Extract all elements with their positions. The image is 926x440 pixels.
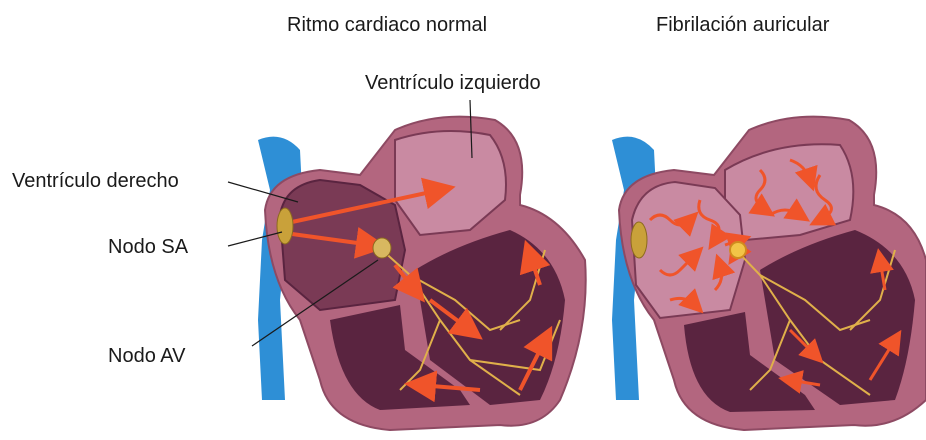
av-node-afib <box>730 242 746 258</box>
sa-node-afib <box>631 222 647 258</box>
sa-node-normal <box>277 208 293 244</box>
right-atrium-afib <box>632 182 745 318</box>
heart-afib <box>612 117 926 430</box>
heart-normal <box>258 117 586 430</box>
av-node-normal <box>373 238 391 258</box>
